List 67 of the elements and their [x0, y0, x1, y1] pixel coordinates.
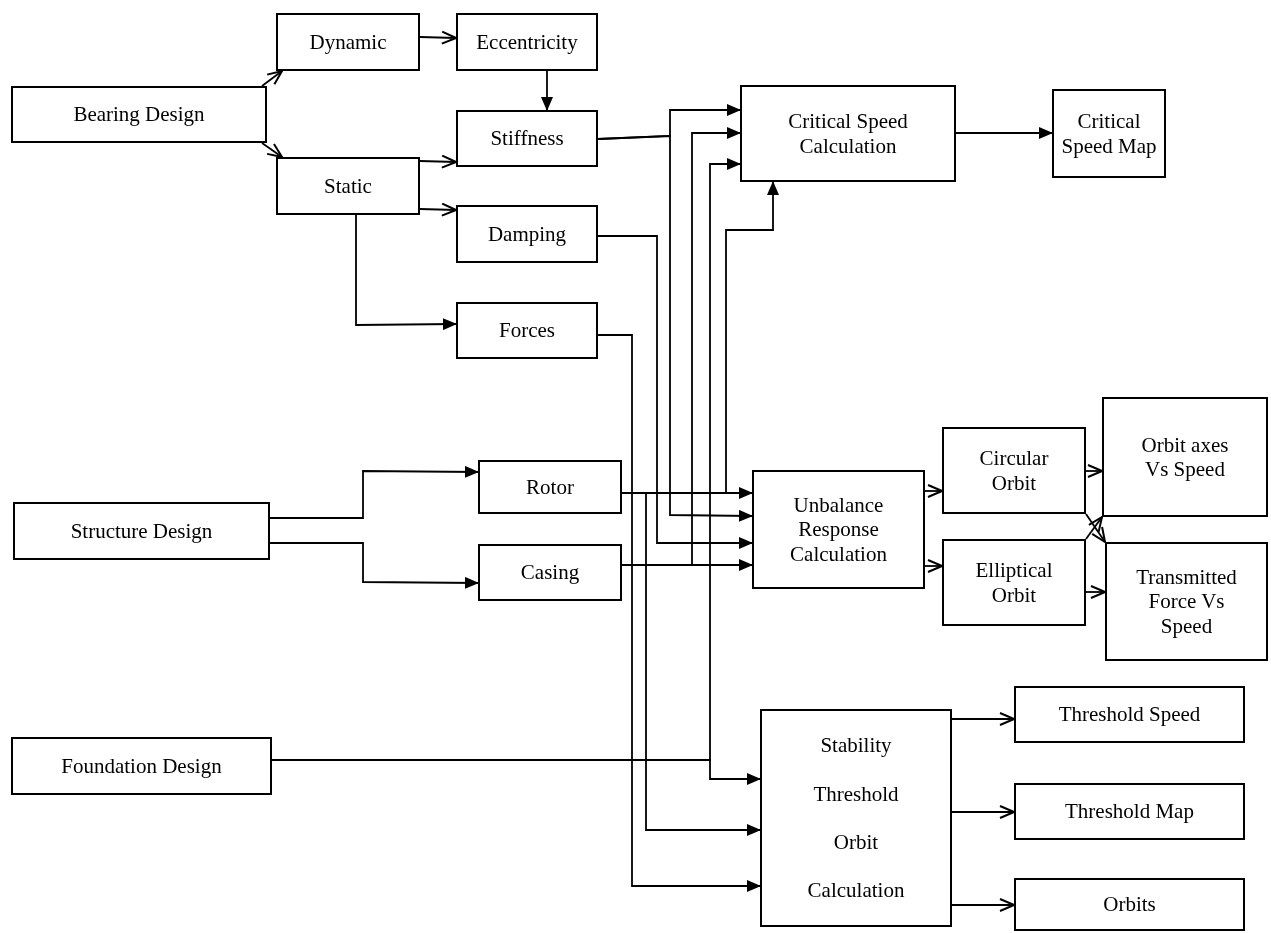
arrow: [597, 235, 753, 549]
process-box: [760, 709, 952, 927]
process-box: [11, 86, 267, 143]
box-label: Unbalance Response Calculation: [789, 493, 888, 566]
arrow: [261, 70, 283, 87]
box-label: Eccentricity: [476, 29, 578, 55]
process-box: [1102, 397, 1268, 517]
arrow: [924, 559, 943, 573]
box-label: Transmitted Force Vs Speed: [1135, 565, 1238, 638]
process-box: [276, 157, 420, 215]
process-box: [1052, 89, 1166, 178]
process-box: [478, 544, 622, 601]
box-label: Orbits: [1103, 892, 1156, 917]
box-label: Rotor: [526, 474, 574, 500]
arrow: [541, 70, 553, 111]
arrow: [597, 334, 761, 892]
box-label: Circular Orbit: [978, 446, 1050, 495]
process-box: [1105, 542, 1268, 661]
arrow: [951, 898, 1015, 912]
box-label: Bearing Design: [73, 102, 205, 127]
box-label: Threshold Map: [1065, 799, 1194, 824]
arrow: [269, 465, 479, 519]
box-label: Forces: [499, 318, 555, 343]
arrow: [261, 142, 283, 158]
process-box: [478, 460, 622, 514]
process-box: [1014, 783, 1245, 840]
box-label: Damping: [487, 221, 567, 247]
process-box: [1014, 878, 1245, 931]
arrow: [269, 542, 479, 589]
arrow: [951, 805, 1015, 819]
arrow: [355, 214, 457, 331]
process-box: [752, 470, 925, 589]
process-box: [456, 110, 598, 167]
box-label: Stiffness: [490, 126, 564, 151]
process-box: [456, 205, 598, 263]
box-label: Static: [324, 173, 372, 199]
process-box: [456, 302, 598, 359]
arrow: [597, 135, 753, 522]
arrow: [419, 154, 457, 169]
process-box: [13, 502, 270, 560]
arrow: [955, 127, 1053, 139]
process-box: [942, 427, 1086, 514]
process-box: [942, 539, 1086, 626]
box-label: Foundation Design: [61, 753, 222, 779]
box-label: Dynamic: [309, 29, 387, 55]
arrow: [951, 712, 1015, 726]
process-box: [11, 737, 272, 795]
process-box: [1014, 686, 1245, 743]
arrow: [419, 202, 457, 217]
box-label: Structure Design: [70, 518, 213, 544]
box-label: Threshold Speed: [1058, 702, 1201, 727]
arrow: [621, 492, 761, 836]
process-box: [276, 13, 420, 71]
arrow: [419, 30, 457, 45]
arrow: [1085, 585, 1106, 599]
box-label: Critical Speed Map: [1060, 109, 1158, 158]
box-label: Stability Threshold Orbit Calculation: [806, 732, 906, 905]
box-label: Elliptical Orbit: [974, 558, 1054, 607]
arrow: [1085, 464, 1103, 478]
box-label: Critical Speed Calculation: [787, 109, 909, 158]
box-label: Casing: [520, 560, 580, 585]
process-box: [740, 85, 956, 182]
arrow: [621, 559, 753, 571]
process-box: [456, 13, 598, 71]
box-label: Orbit axes Vs Speed: [1140, 432, 1230, 482]
arrow: [271, 759, 761, 785]
arrow: [924, 484, 943, 498]
